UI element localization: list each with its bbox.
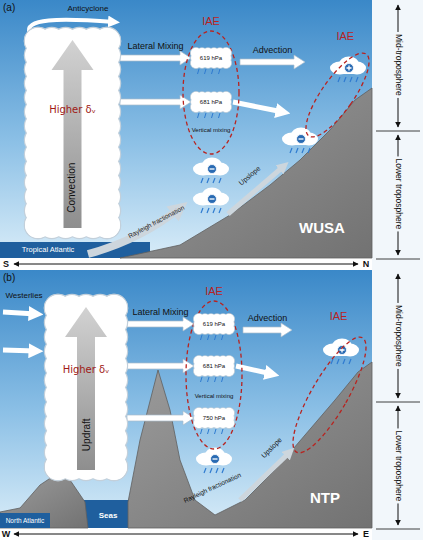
process-label: Rayleigh fractionation [127,204,186,240]
pressure-cloud-shape [191,92,231,120]
iae-label: IAE [330,310,348,323]
process-label: Vertical mixing [192,127,231,134]
pressure-cloud: 681 hPa [194,356,234,384]
pressure-label: 619 hPa [200,55,222,62]
flow-arrow [120,51,191,65]
isotope-label: Higher δᵥ [63,364,110,376]
iae-ellipse-shape [292,325,367,465]
axis-label: W [2,529,11,539]
sea-label: Tropical Atlantic [22,246,75,255]
pressure-label: 750 hPa [203,415,225,422]
pressure-cloud: 619 hPa [191,48,231,76]
sea-label: Seas [99,511,118,520]
updraft-cloud-shape [45,295,127,480]
iae-ellipse: IAE619 hPa681 hPa750 hPa [185,300,243,450]
process-label: Upslope [260,436,284,460]
pressure-label: 619 hPa [203,321,225,328]
pressure-cloud: 750 hPa [194,408,234,436]
pressure-label: 681 hPa [203,363,225,370]
axis-label: N [363,259,370,269]
process-label: Convection [67,163,79,213]
flow-arrow [127,317,194,331]
process-label: Upslope [238,165,263,188]
flow-arrow [243,323,292,337]
process-label: Vertical mixing [195,393,234,400]
process-label: Updraft [80,419,92,452]
region-label: NTP [310,489,340,506]
flow-label: Advection [253,45,293,55]
iae-label: IAE [205,285,223,298]
axis-label: E [363,529,369,539]
pressure-cloud-shape [194,314,234,342]
isotope-label: Higher δᵥ [49,104,96,116]
iae-label: IAE [202,15,220,28]
convection-cloud: Higher δᵥ Convection [25,28,120,238]
flow-arrow [120,95,191,109]
iae-ellipse-shape [305,45,370,145]
flow-label: Lateral Mixing [127,41,183,51]
process-label: Rayleigh fractionation [182,471,242,504]
flow-arrow [127,359,194,373]
updraft-cloud: Higher δᵥ Updraft [45,295,127,480]
axis-label: S [3,259,9,269]
iae-ellipse: IAE [292,325,367,465]
layer-label: Lower troposphere [393,429,403,504]
pressure-cloud-shape [191,48,231,76]
pressure-cloud-shape [194,356,234,384]
layer-label: Mid-troposphere [393,32,403,98]
wind-label: Westerlies [5,291,42,300]
iae-label: IAE [336,30,354,43]
layer-label: Lower troposphere [393,157,403,232]
layer-label: Mid-troposphere [393,303,403,369]
panel-tag: (b) [3,272,15,284]
sea-label: North Atlantic [6,517,45,524]
region-label: WUSA [299,219,345,236]
pressure-label: 681 hPa [200,99,222,106]
pressure-cloud: 619 hPa [194,314,234,342]
flow-label: Advection [248,313,288,323]
pressure-cloud-shape [194,408,234,436]
panel-tag: (a) [3,2,15,14]
flow-arrow [127,411,194,425]
flow-arrow [240,55,305,69]
pressure-cloud: 681 hPa [191,92,231,120]
iae-ellipse: IAE [305,45,370,145]
iae-ellipse: IAE619 hPa681 hPa [182,30,240,155]
flow-label: Lateral Mixing [132,307,188,317]
wind-label: Anticyclone [68,4,109,13]
